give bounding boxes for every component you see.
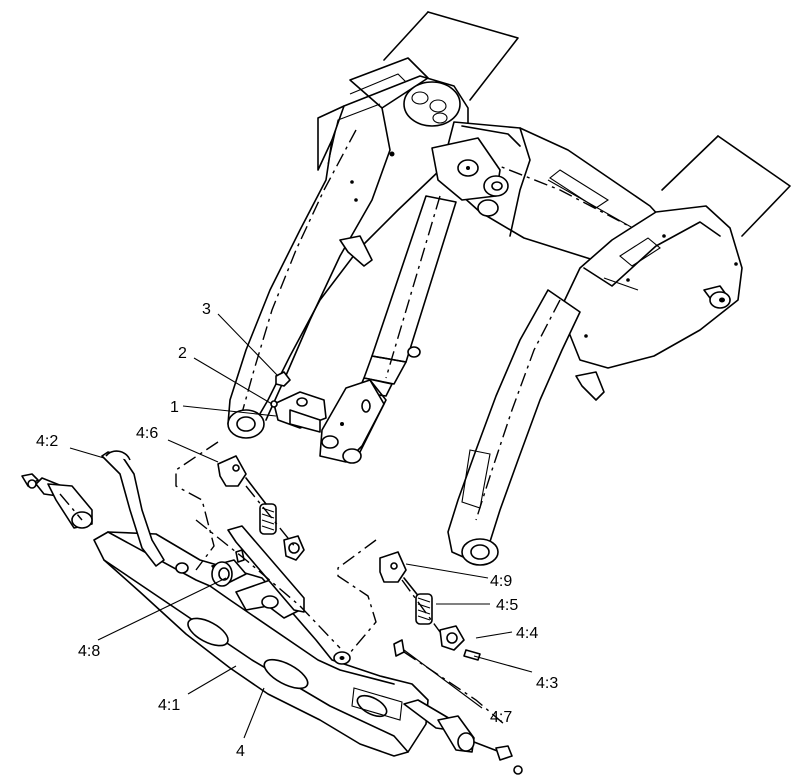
callout-4-8: 4:8 <box>78 643 100 660</box>
callout-4-4: 4:4 <box>516 625 538 642</box>
latch-assembly <box>21 441 523 775</box>
callout-4-1: 4:1 <box>158 697 180 714</box>
leader-lines <box>69 313 533 739</box>
callout-4-6: 4:6 <box>136 425 158 442</box>
callout-4-9: 4:9 <box>490 573 512 590</box>
callout-labels: 1 2 3 4 4:1 4:2 4:3 4:4 4:5 4:6 4:7 4:8 … <box>36 301 558 760</box>
callout-1: 1 <box>170 399 179 416</box>
callout-3: 3 <box>202 301 211 318</box>
callout-4-7: 4:7 <box>490 709 512 726</box>
callout-4-3: 4:3 <box>536 675 558 692</box>
callout-4-5: 4:5 <box>496 597 518 614</box>
callout-4-2: 4:2 <box>36 433 58 450</box>
callout-4: 4 <box>236 743 245 760</box>
loader-arm-frame <box>227 11 791 566</box>
callout-2: 2 <box>178 345 187 362</box>
